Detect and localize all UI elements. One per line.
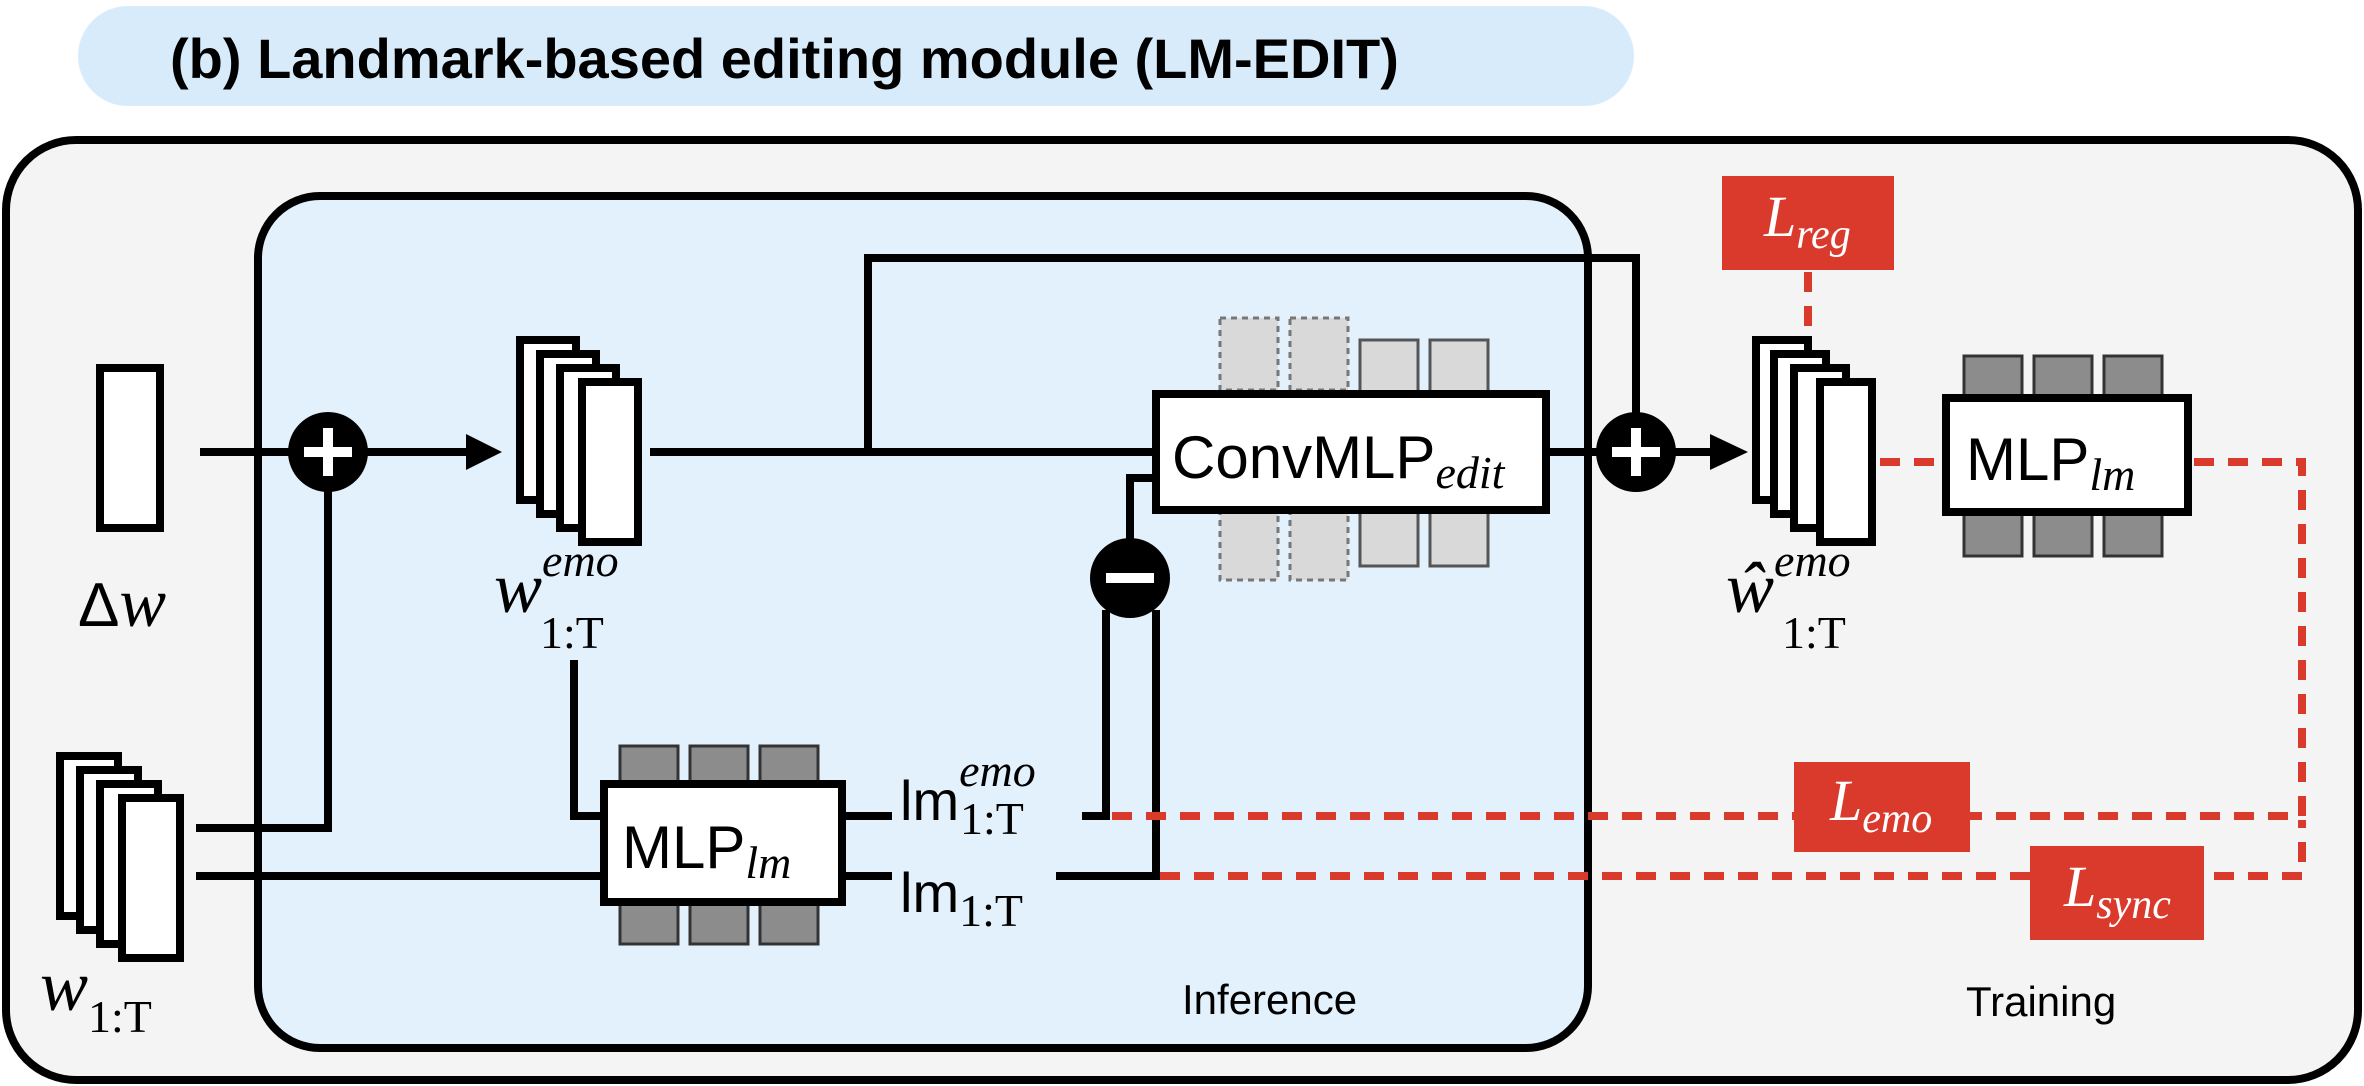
mlp-lm-inference-params: [618, 744, 820, 946]
mlp-lm-inference-label: MLPlm: [622, 814, 791, 888]
mlp-lm-training-label: MLPlm: [1966, 426, 2135, 500]
w-emo-label: wemo: [494, 535, 619, 628]
mlp-lm-training-block: [1942, 394, 2192, 516]
conv-mlp-params: [1218, 316, 1490, 582]
mlp-lm-inference-block: [600, 780, 846, 906]
minus-operator: [1090, 538, 1170, 618]
connections: [196, 254, 1748, 880]
title-pill: [78, 6, 1634, 106]
lm-emo-subscript: 1:T: [960, 793, 1024, 844]
lm-sequence-label: lm1:T: [900, 861, 1023, 936]
w-emo-subscript: 1:T: [540, 607, 604, 658]
conv-mlp-edit-label: ConvMLPedit: [1172, 424, 1506, 498]
w-hat-emo-subscript: 1:T: [1782, 607, 1846, 658]
loss-sync-box: [2030, 846, 2204, 940]
delta-w-vector: [96, 364, 164, 532]
w-hat-emo-label: ŵemo: [1726, 535, 1851, 628]
loss-emo-label: Lemo: [1829, 768, 1932, 842]
conv-mlp-edit-block: [1152, 390, 1550, 514]
diagram-title: (b) Landmark-based editing module (LM-ED…: [170, 27, 1399, 90]
loss-reg-box: [1722, 176, 1894, 270]
plus-operator-input: [288, 412, 368, 492]
w-sequence-stack: [56, 752, 184, 962]
inference-label: Inference: [1182, 976, 1357, 1023]
loss-reg-label: Lreg: [1763, 184, 1851, 258]
w-hat-emo-stack: [1752, 336, 1876, 546]
delta-w-label: Δw: [78, 565, 166, 642]
plus-operator-output: [1596, 412, 1676, 492]
lm-emo-label: lmemo: [900, 745, 1036, 832]
w-emo-stack: [516, 336, 642, 546]
training-label: Training: [1966, 978, 2116, 1025]
w-sequence-label: w1:T: [40, 946, 152, 1042]
loss-connections: [1112, 272, 2306, 880]
loss-sync-label: Lsync: [2063, 854, 2171, 928]
loss-emo-box: [1794, 762, 1970, 852]
